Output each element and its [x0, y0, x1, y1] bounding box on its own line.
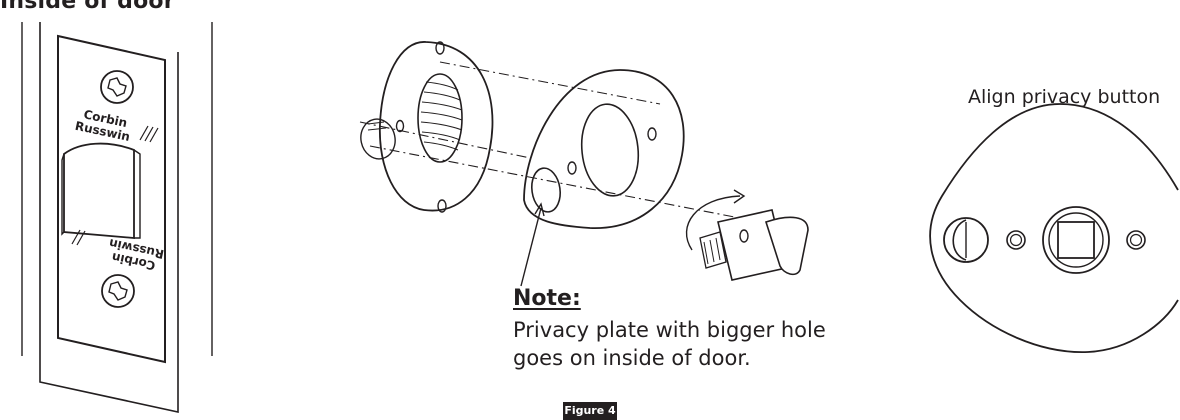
- alignment-lines: [359, 61, 761, 223]
- note-title: Note:: [513, 286, 581, 311]
- privacy-button-icon: [943, 217, 989, 263]
- note-body: Privacy plate with bigger hole goes on i…: [513, 318, 826, 370]
- spindle-hub: [1042, 206, 1110, 274]
- bottom-screw-icon: [101, 274, 135, 308]
- top-screw-icon: [100, 70, 134, 104]
- outside-rose: [379, 41, 494, 213]
- note-leader: [520, 202, 545, 287]
- screw-hole-right: [1126, 230, 1146, 250]
- brand-hatch-icon: [71, 125, 159, 246]
- brand-mark-bottom: Corbin Russwin: [108, 236, 166, 273]
- rotate-arrow-icon: [685, 189, 746, 251]
- aligned-plate-inset: [929, 103, 1179, 353]
- strike-plate-panel: [21, 22, 213, 413]
- latch-bolt: [61, 142, 141, 239]
- inside-door-heading: Inside of door: [0, 0, 175, 14]
- figure-label: Figure 4: [563, 402, 617, 420]
- privacy-button-spindle: [699, 209, 809, 281]
- align-privacy-label: Align privacy button: [968, 86, 1161, 108]
- privacy-plate: [523, 69, 685, 229]
- screw-hole-left: [1006, 230, 1026, 250]
- brand-mark-top: Corbin Russwin: [74, 107, 132, 144]
